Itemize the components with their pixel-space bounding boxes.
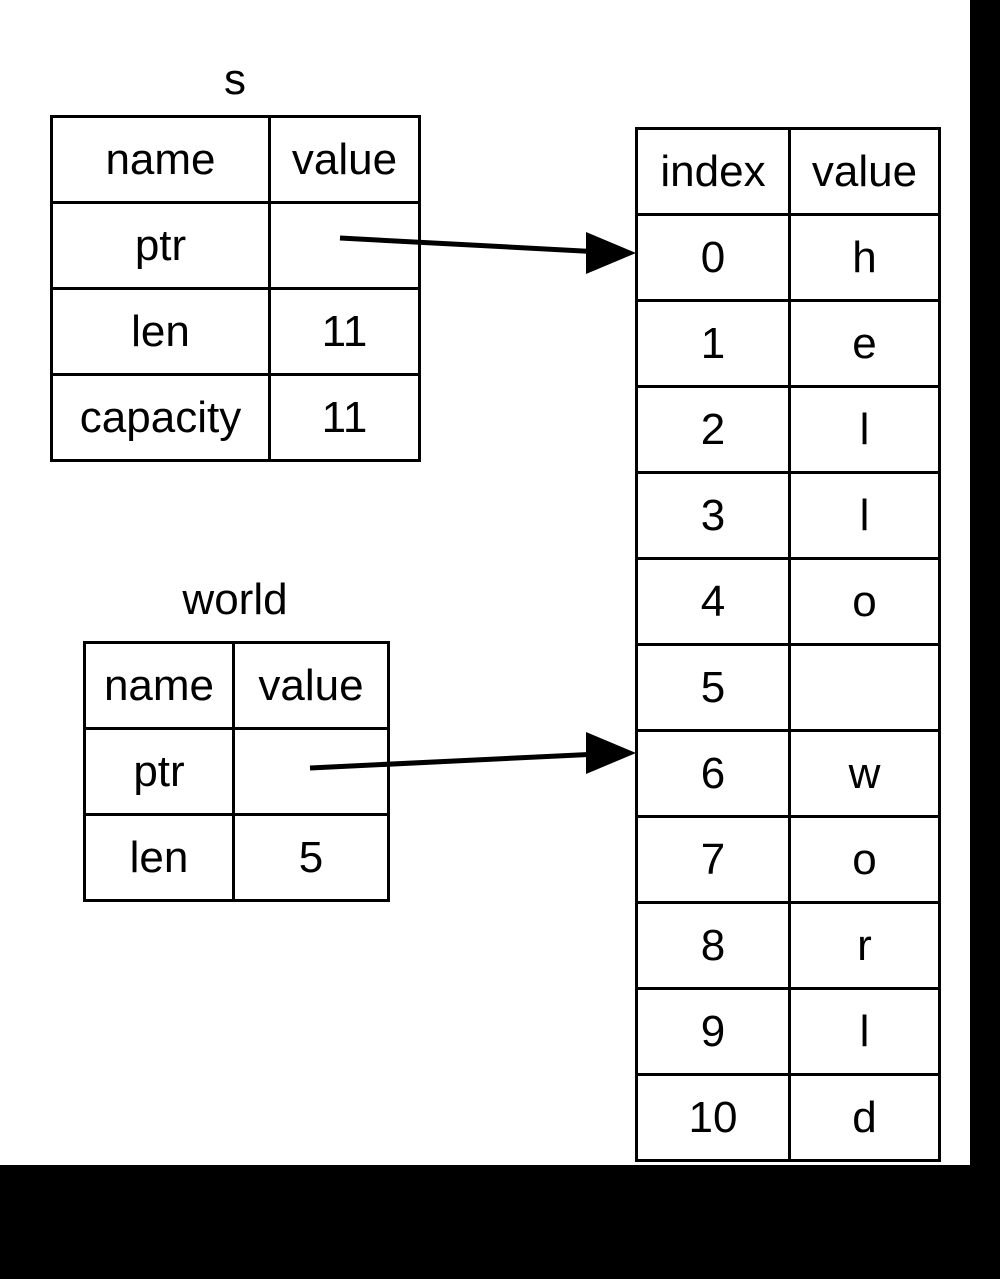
struct-world-caption: world [182,575,288,624]
heap-index-5: 5 [635,643,791,732]
heap-value-3: l [788,471,941,560]
field-value-len: 5 [232,813,390,902]
column-header-value: value [232,641,390,730]
table-row: 8 r [635,901,941,990]
table-header-row: name value [50,115,421,204]
heap-value-6: w [788,729,941,818]
heap-index-8: 8 [635,901,791,990]
table-row: 6 w [635,729,941,818]
field-name-ptr: ptr [50,201,271,290]
table-row: 1 e [635,299,941,388]
heap-value-2: l [788,385,941,474]
field-value-ptr [232,727,390,816]
struct-world-table: name value ptr len 5 [83,641,390,902]
struct-s-table: name value ptr len 11 capacity 11 [50,115,421,462]
heap-index-6: 6 [635,729,791,818]
struct-s-caption: s [224,55,246,104]
heap-value-7: o [788,815,941,904]
table-row: len 11 [50,287,421,376]
table-row: ptr [83,727,390,816]
field-name-capacity: capacity [50,373,271,462]
table-row: 10 d [635,1073,941,1162]
heap-index-10: 10 [635,1073,791,1162]
table-header-row: index value [635,127,941,216]
table-row: capacity 11 [50,373,421,462]
table-header-row: name value [83,641,390,730]
heap-value-8: r [788,901,941,990]
column-header-name: name [50,115,271,204]
heap-bytes-table: index value 0 h 1 e 2 l 3 l 4 o [635,127,941,1162]
heap-index-7: 7 [635,815,791,904]
table-row: len 5 [83,813,390,902]
field-name-ptr: ptr [83,727,235,816]
field-name-len: len [83,813,235,902]
heap-index-4: 4 [635,557,791,646]
column-header-value: value [268,115,421,204]
heap-index-2: 2 [635,385,791,474]
heap-index-1: 1 [635,299,791,388]
table-row: 5 [635,643,941,732]
heap-index-9: 9 [635,987,791,1076]
heap-value-10: d [788,1073,941,1162]
heap-value-0: h [788,213,941,302]
field-value-capacity: 11 [268,373,421,462]
column-header-name: name [83,641,235,730]
heap-value-1: e [788,299,941,388]
heap-value-9: l [788,987,941,1076]
heap-value-5 [788,643,941,732]
table-row: 0 h [635,213,941,302]
column-header-value: value [788,127,941,216]
field-value-len: 11 [268,287,421,376]
table-row: 4 o [635,557,941,646]
heap-index-0: 0 [635,213,791,302]
table-row: 3 l [635,471,941,560]
field-value-ptr [268,201,421,290]
table-row: ptr [50,201,421,290]
field-name-len: len [50,287,271,376]
heap-index-3: 3 [635,471,791,560]
column-header-index: index [635,127,791,216]
table-row: 7 o [635,815,941,904]
heap-value-4: o [788,557,941,646]
table-row: 9 l [635,987,941,1076]
table-row: 2 l [635,385,941,474]
